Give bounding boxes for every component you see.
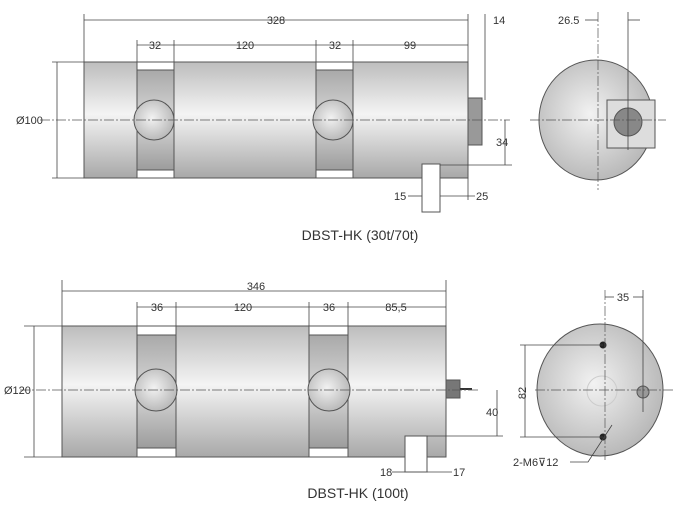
dim-slot-end: 17 (453, 467, 465, 479)
top-end-view: 26.5 (530, 12, 666, 190)
dim-end-offset: 26.5 (558, 15, 579, 27)
dim-overall: 328 (267, 15, 285, 27)
dim-seg1: 32 (149, 40, 161, 52)
title-30t-70t: DBST-HK (30t/70t) (302, 227, 419, 243)
dim-seg2: 120 (234, 302, 252, 314)
dim-overall: 346 (247, 281, 265, 293)
top-side-view: 328 32 120 32 99 14 Ø100 34 15 25 DBST-H… (16, 14, 512, 243)
dim-seg4: 99 (404, 40, 416, 52)
dim-seg3: 36 (323, 302, 335, 314)
dim-connector: 14 (493, 15, 505, 27)
connector (467, 97, 483, 146)
dim-diameter: Ø120 (4, 385, 31, 397)
dim-diameter: Ø100 (16, 115, 43, 127)
dim-end-offset: 35 (617, 292, 629, 304)
dim-seg4: 85,5 (385, 302, 406, 314)
dim-slot: 15 (394, 191, 406, 203)
dim-height: 34 (496, 137, 508, 149)
dim-height: 40 (486, 407, 498, 419)
bottom-end-view: 35 82 2-M6⊽12 (513, 290, 675, 469)
title-100t: DBST-HK (100t) (307, 485, 408, 501)
dim-hole-spacing: 82 (517, 387, 529, 399)
thread-label: 2-M6⊽12 (513, 457, 558, 469)
dim-slot: 18 (380, 467, 392, 479)
cable-gland (445, 379, 461, 399)
dim-slot-end: 25 (476, 191, 488, 203)
dim-seg1: 36 (151, 302, 163, 314)
dim-seg3: 32 (329, 40, 341, 52)
dim-seg2: 120 (236, 40, 254, 52)
bottom-side-view: 346 36 120 36 85,5 Ø120 40 18 17 DBST-HK… (4, 280, 503, 501)
